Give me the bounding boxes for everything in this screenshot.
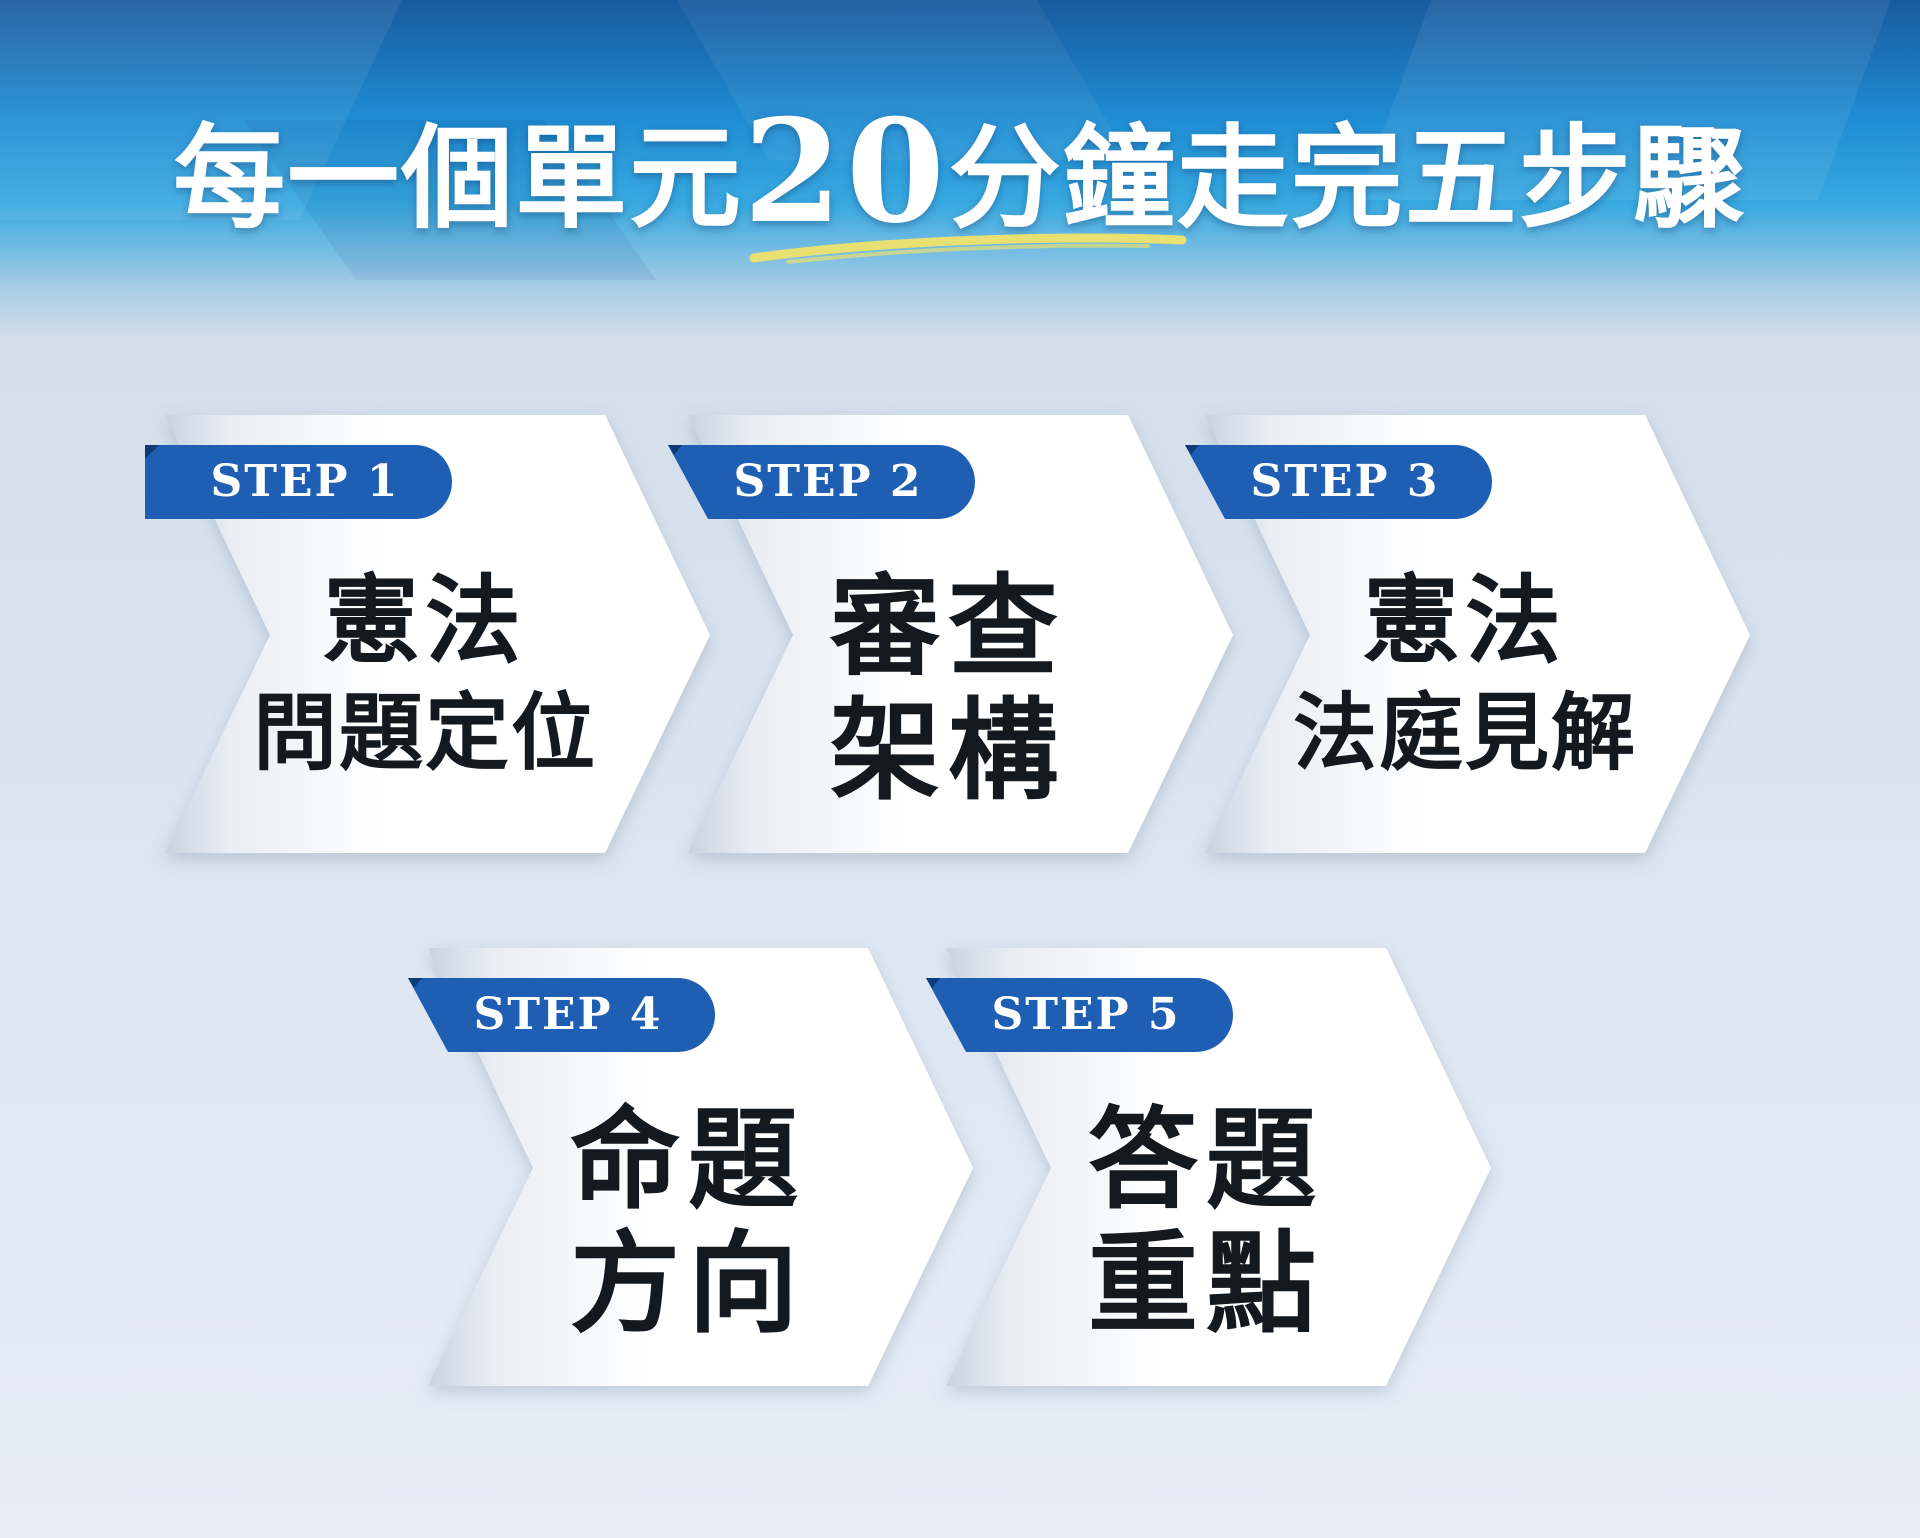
step-badge: STEP 1 (145, 445, 455, 519)
step-card-3: STEP 3 憲法 法庭見解 (1185, 415, 1765, 855)
step-badge: STEP 4 (408, 978, 718, 1052)
step-title-line1: 憲法 (323, 564, 527, 677)
step-card-4: STEP 4 命題 方向 (408, 948, 988, 1388)
title-part1: 每一個單元 (173, 113, 744, 244)
chevron-arrow-shape (428, 948, 973, 1386)
header-banner (0, 0, 1920, 340)
page-title: 每一個單元20分鐘走完五步驟 (0, 88, 1920, 255)
step-badge-label: STEP 4 (473, 989, 663, 1040)
step-text: 憲法 法庭見解 (1235, 565, 1695, 789)
chevron-arrow-shape (1205, 415, 1750, 853)
step-badge-label: STEP 5 (991, 989, 1181, 1040)
step-badge-label: STEP 1 (210, 456, 400, 507)
yellow-underline-stroke (749, 233, 1187, 264)
step-title-line1: 憲法 (1363, 564, 1567, 677)
step-badge: STEP 3 (1185, 445, 1495, 519)
chevron-arrow-shape (946, 948, 1491, 1386)
step-title-line2: 法庭見解 (1292, 683, 1637, 782)
step-text: 答題 重點 (976, 1098, 1436, 1346)
title-part2: 分鐘走完五步驟 (948, 113, 1747, 244)
step-card-5: STEP 5 答題 重點 (926, 948, 1506, 1388)
step-badge-label: STEP 2 (733, 456, 923, 507)
step-card-1: STEP 1 憲法 問題定位 (145, 415, 725, 855)
step-title-line2: 重點 (1088, 1219, 1324, 1348)
step-title-line2: 方向 (570, 1219, 806, 1348)
step-title-line1: 審查 (830, 562, 1066, 691)
step-card-2: STEP 2 審查 架構 (668, 415, 1248, 855)
step-text: 憲法 問題定位 (195, 565, 655, 789)
step-title-line2: 問題定位 (252, 683, 597, 782)
step-title-line2: 架構 (830, 686, 1066, 815)
chevron-arrow-shape (165, 415, 710, 853)
step-text: 審查 架構 (718, 565, 1178, 813)
step-badge: STEP 5 (926, 978, 1236, 1052)
chevron-arrow-shape (688, 415, 1233, 853)
title-number: 20 (743, 89, 949, 255)
step-badge-label: STEP 3 (1250, 456, 1440, 507)
step-badge: STEP 2 (668, 445, 978, 519)
step-title-line1: 答題 (1088, 1095, 1324, 1224)
step-title-line1: 命題 (570, 1095, 806, 1224)
step-text: 命題 方向 (458, 1098, 918, 1346)
